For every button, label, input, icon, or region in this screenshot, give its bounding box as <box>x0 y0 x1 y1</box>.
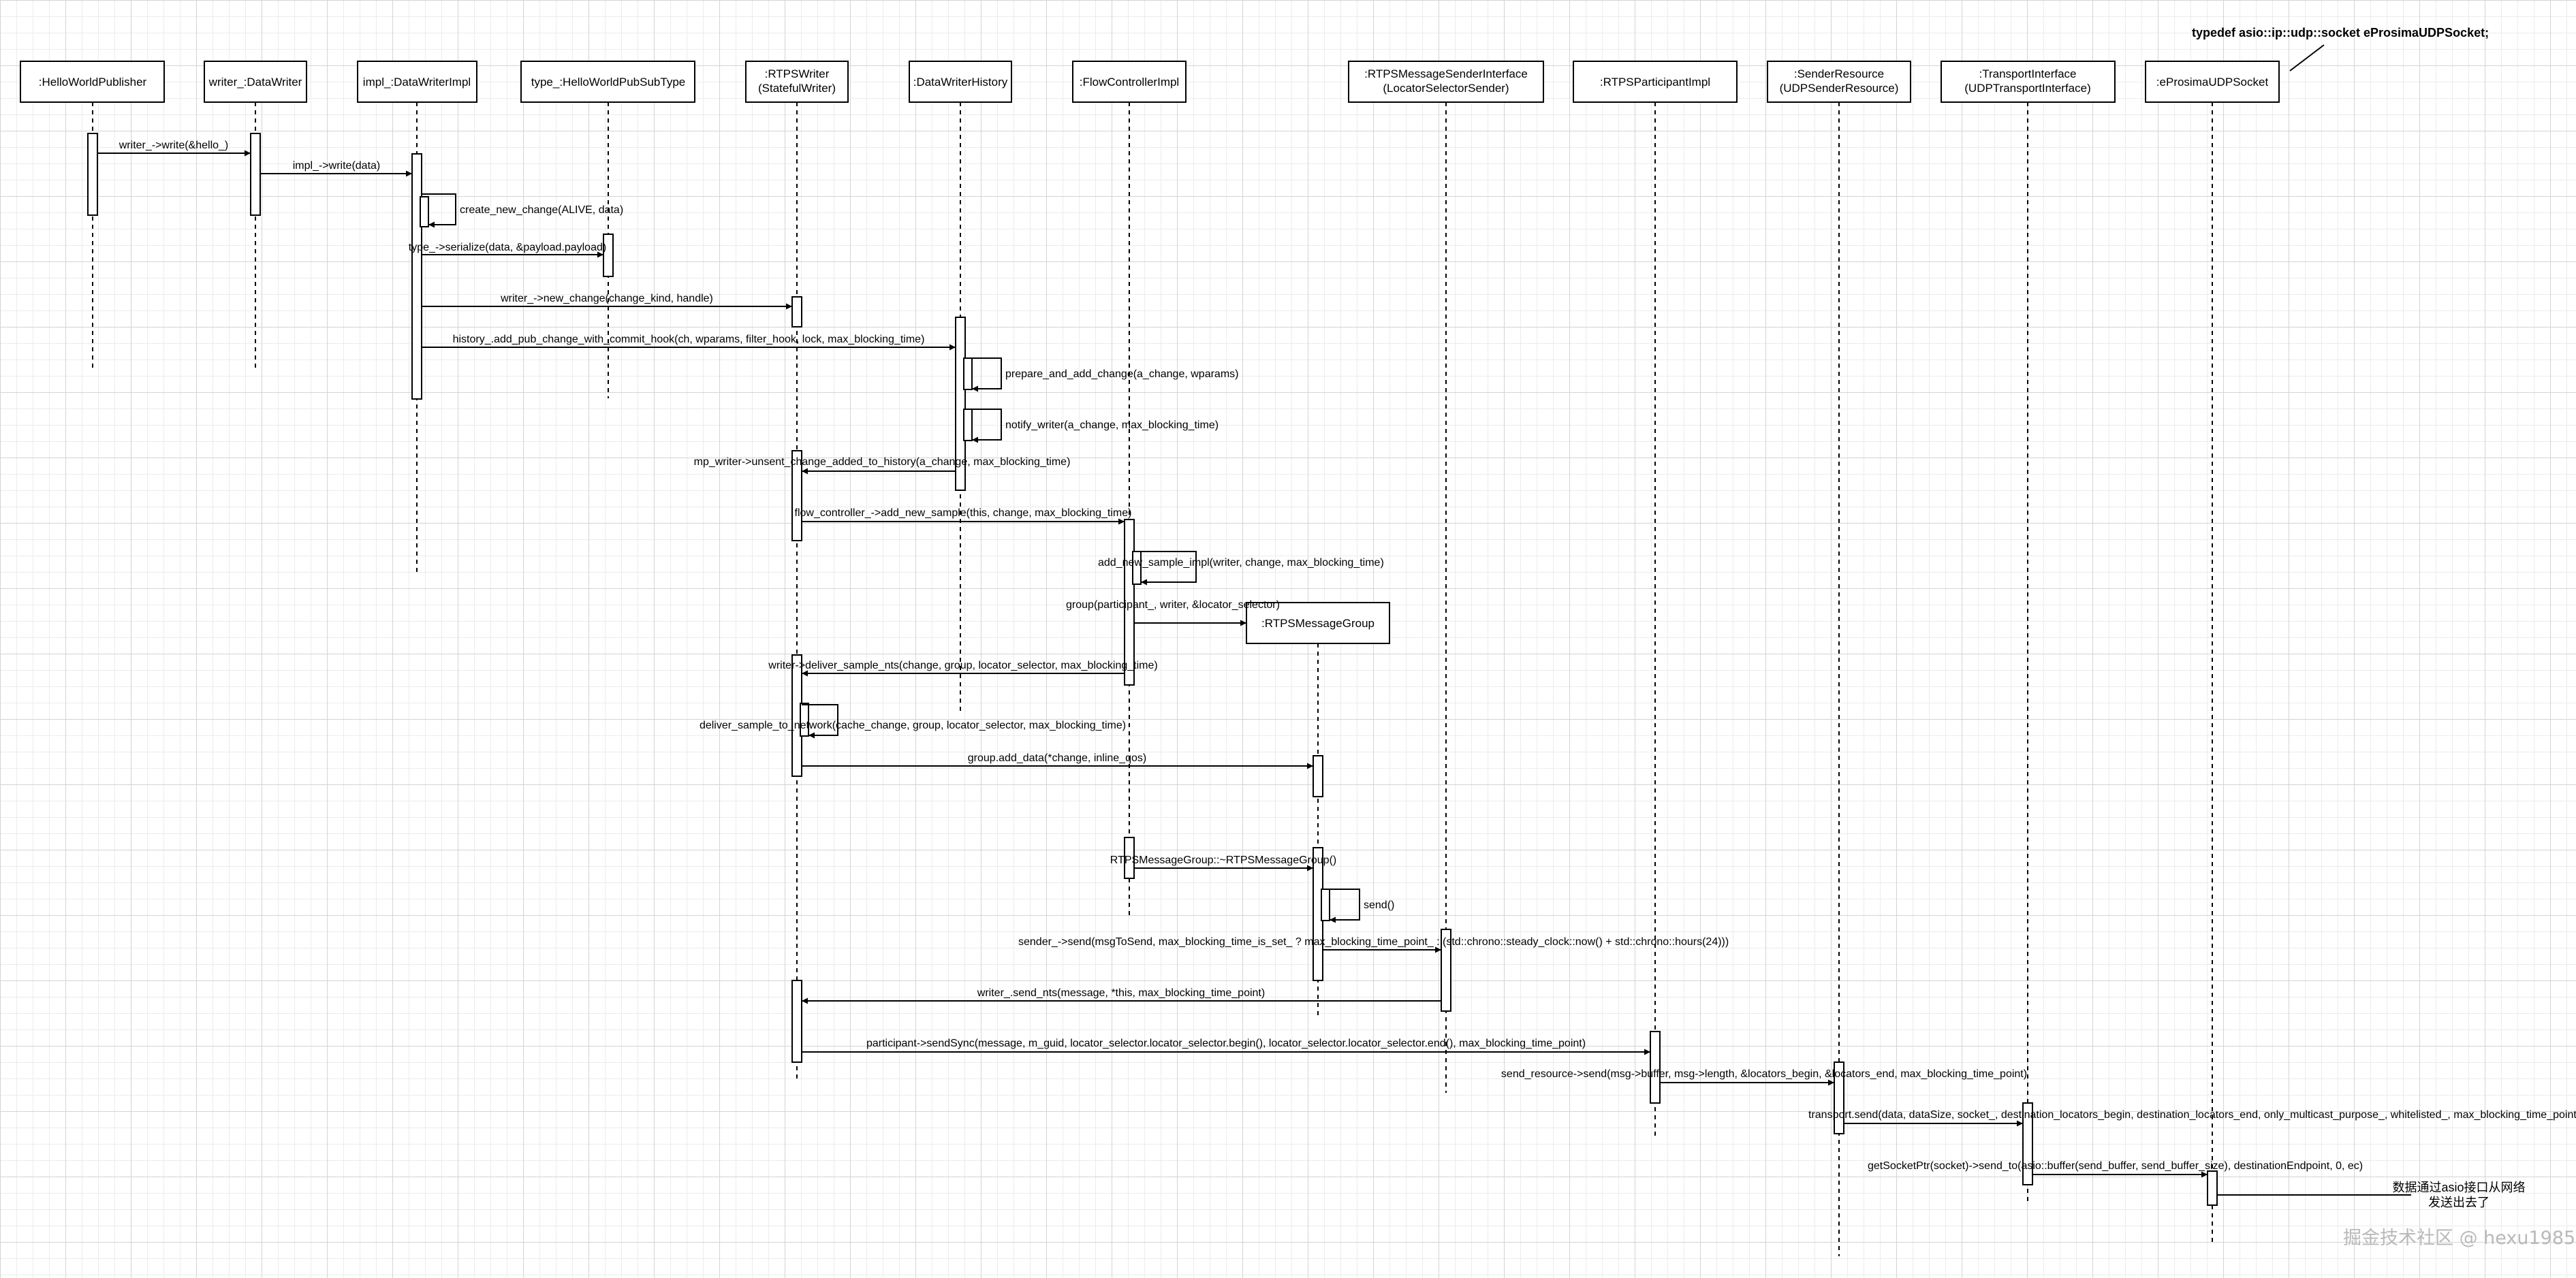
activation-writer-send-nts <box>791 980 802 1063</box>
message-label-add-new-sample-impl: add_new_sample_impl(writer, change, max_… <box>1098 557 1384 569</box>
participant-label-rtps-writer: :RTPSWriter(StatefulWriter) <box>758 67 836 95</box>
message-label-new-change: writer_->new_change(change_kind, handle) <box>500 293 713 304</box>
message-arrow-create-new-change <box>422 193 456 228</box>
notes: typedef asio::ip::udp::socket eProsimaUD… <box>2192 26 2526 1209</box>
message-label-create-new-change: create_new_change(ALIVE, data) <box>460 204 623 216</box>
activation-flow-destructor <box>1124 837 1135 879</box>
participant-label-flow-controller: :FlowControllerImpl <box>1080 76 1179 89</box>
message-arrow-send <box>1323 889 1360 923</box>
message-arrow-prepare-add-change <box>965 357 1002 392</box>
activation-flow-add-sample <box>1124 519 1135 686</box>
activation-datawriter-write <box>250 133 261 216</box>
activation-publisher-write <box>87 133 98 216</box>
participant-labels: :HelloWorldPublisher writer_:DataWriter … <box>39 67 2269 630</box>
activation-writer-new-change <box>791 296 802 328</box>
lifelines <box>92 102 2213 1256</box>
note-typedef: typedef asio::ip::udp::socket eProsimaUD… <box>2192 26 2489 39</box>
participant-label-udp-socket: :eProsimaUDPSocket <box>2156 76 2269 89</box>
message-label-send-nts: writer_.send_nts(message, *this, max_blo… <box>977 987 1265 999</box>
activation-writer-unsent <box>791 450 802 541</box>
message-label-add-data: group.add_data(*change, inline_qos) <box>968 752 1146 764</box>
activation-transport-send <box>2022 1102 2033 1185</box>
participant-box-message-sender <box>1348 61 1544 103</box>
message-label-add-pub-change: history_.add_pub_change_with_commit_hook… <box>453 334 925 345</box>
message-label-deliver-to-network: deliver_sample_to_network(cache_change, … <box>700 720 1126 731</box>
participant-box-data-writer-impl <box>357 61 477 103</box>
participant-label-transport: :TransportInterface(UDPTransportInterfac… <box>1964 67 2090 95</box>
message-label-transport-send: transport.send(data, dataSize, socket_, … <box>1808 1109 2576 1121</box>
participant-label-message-sender: :RTPSMessageSenderInterface(LocatorSelec… <box>1364 67 1528 95</box>
activation-writer-deliver-network <box>800 703 809 737</box>
activation-group-send <box>1321 889 1330 921</box>
participant-box-data-writer-history <box>909 61 1012 103</box>
participant-label-message-group: :RTPSMessageGroup <box>1261 617 1375 630</box>
participant-label-data-writer-history: :DataWriterHistory <box>913 76 1008 89</box>
participant-box-flow-controller <box>1072 61 1187 103</box>
activation-impl-write <box>411 153 422 400</box>
activation-socket-send-to <box>2207 1170 2218 1206</box>
message-label-notify-writer: notify_writer(a_change, max_blocking_tim… <box>1005 419 1219 431</box>
participant-box-hello-world-publisher <box>20 61 165 103</box>
participant-box-message-group <box>1246 602 1390 644</box>
participant-box-udp-socket <box>2145 61 2280 103</box>
activation-history-notify <box>963 409 973 441</box>
activation-group-add-data <box>1313 755 1323 797</box>
activation-participant-sendsync <box>1650 1031 1661 1104</box>
participant-label-hello-world-publisher: :HelloWorldPublisher <box>39 76 147 89</box>
note-network-sent: 数据通过asio接口从网络发送出去了 <box>2392 1181 2525 1209</box>
participant-box-sender-resource <box>1767 61 1911 103</box>
message-arrow-deliver-to-network <box>802 704 838 739</box>
message-label-impl-write: impl_->write(data) <box>293 160 380 172</box>
message-label-write-hello: writer_->write(&hello_) <box>119 140 229 151</box>
message-arrows <box>97 44 2411 1196</box>
message-labels: writer_->write(&hello_) impl_->write(dat… <box>119 140 2576 1172</box>
activation-sender-resource-send <box>1834 1061 1844 1134</box>
activation-history-add-change <box>955 317 966 491</box>
message-label-prepare-add-change: prepare_and_add_change(a_change, wparams… <box>1005 368 1238 380</box>
message-label-group-destructor: RTPSMessageGroup::~RTPSMessageGroup() <box>1110 854 1336 866</box>
message-label-group-create: group(participant_, writer, &locator_sel… <box>1066 599 1280 611</box>
message-arrow-add-new-sample-impl <box>1134 551 1197 586</box>
message-label-send: send() <box>1364 899 1394 911</box>
activation-sender-send <box>1441 929 1451 1012</box>
message-label-send-sync: participant->sendSync(message, m_guid, l… <box>866 1038 1586 1049</box>
note-connector-typedef <box>2289 44 2325 71</box>
participant-box-data-writer <box>204 61 307 103</box>
participant-box-transport <box>1941 61 2116 103</box>
message-label-add-new-sample: flow_controller_->add_new_sample(this, c… <box>795 507 1132 519</box>
message-label-deliver-sample: writer->deliver_sample_nts(change, group… <box>768 660 1157 671</box>
participant-box-rtps-writer <box>745 61 849 103</box>
activation-history-prepare <box>963 357 973 390</box>
participant-box-participant <box>1573 61 1738 103</box>
message-arrow-notify-writer <box>965 409 1002 443</box>
participant-label-sender-resource: :SenderResource(UDPSenderResource) <box>1780 67 1899 95</box>
message-label-resource-send: send_resource->send(msg->buffer, msg->le… <box>1501 1068 2027 1080</box>
participant-label-data-writer: writer_:DataWriter <box>208 76 302 89</box>
message-label-serialize: type_->serialize(data, &payload.payload) <box>409 242 606 253</box>
activation-serialize <box>603 234 614 277</box>
participant-label-pub-sub-type: type_:HelloWorldPubSubType <box>531 76 686 89</box>
message-label-send-to: getSocketPtr(socket)->send_to(asio::buff… <box>1868 1160 2363 1172</box>
participant-boxes <box>20 61 2280 644</box>
watermark: 掘金技术社区 @ hexu1985 <box>2343 1228 2576 1249</box>
participant-label-participant: :RTPSParticipantImpl <box>1600 76 1710 89</box>
activation-impl-create-change <box>420 196 429 227</box>
participant-label-data-writer-impl: impl_:DataWriterImpl <box>363 76 471 89</box>
message-label-sender-send: sender_->send(msgToSend, max_blocking_ti… <box>1018 936 1729 948</box>
message-label-unsent-change: mp_writer->unsent_change_added_to_histor… <box>694 456 1071 468</box>
participant-box-pub-sub-type <box>520 61 695 103</box>
